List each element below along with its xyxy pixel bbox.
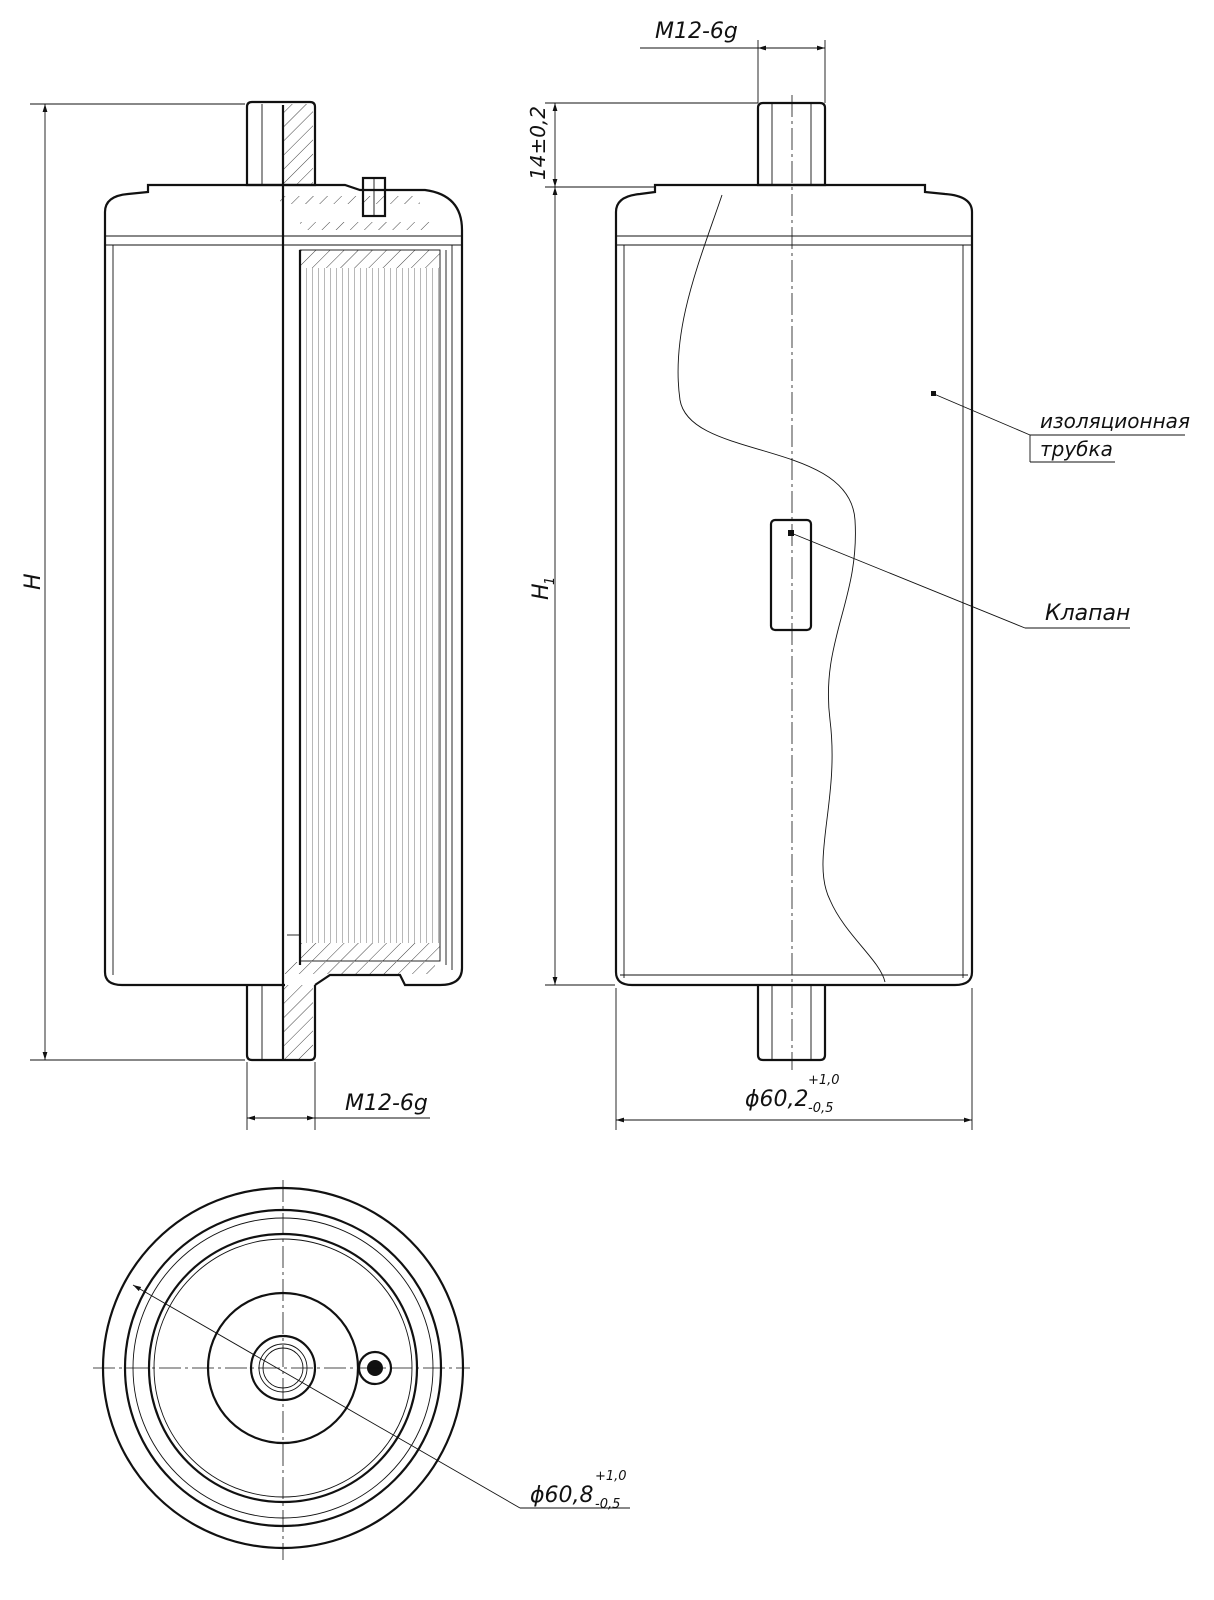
thread-label-bottom: M12-6g — [345, 1091, 428, 1116]
insulation-label-line1: изоляционная — [1040, 409, 1190, 433]
total-height-label: H — [21, 573, 46, 590]
dimension-texts: M12-6g M12-6g 14±0,2 H H 1 ϕ60,2 +1,0 -0… — [21, 19, 1190, 1512]
cap-exterior — [614, 183, 974, 246]
body-diameter-label: ϕ60,2 — [745, 1087, 809, 1112]
bottom-terminal — [245, 962, 435, 1062]
body-exterior — [614, 194, 974, 987]
cell-body — [103, 105, 464, 1060]
top-view — [93, 1180, 630, 1560]
valve-label: Клапан — [1045, 601, 1130, 626]
body-height-subscript: 1 — [543, 577, 558, 585]
valve-slot — [769, 518, 813, 632]
exterior-view — [614, 95, 974, 1070]
cap-diameter-plus: +1,0 — [595, 1469, 627, 1484]
terminal-height-label: 14±0,2 — [526, 106, 550, 180]
top-terminal — [245, 100, 317, 187]
body-diameter-plus: +1,0 — [808, 1073, 840, 1088]
bottom-terminal-exterior — [756, 985, 827, 1062]
insulation-label-line2: трубка — [1040, 437, 1113, 461]
section-view — [103, 100, 464, 1062]
body-diameter-minus: -0,5 — [808, 1101, 833, 1116]
top-terminal-exterior — [756, 101, 827, 187]
cap-diameter-minus: -0,5 — [595, 1497, 620, 1512]
thread-label-top: M12-6g — [655, 19, 738, 44]
dimension-lines — [30, 40, 973, 1130]
leader-lines — [788, 391, 1185, 629]
body-height-label: H — [529, 583, 554, 600]
insulation-break-line — [677, 194, 886, 983]
cap-diameter-label: ϕ60,8 — [530, 1483, 594, 1508]
